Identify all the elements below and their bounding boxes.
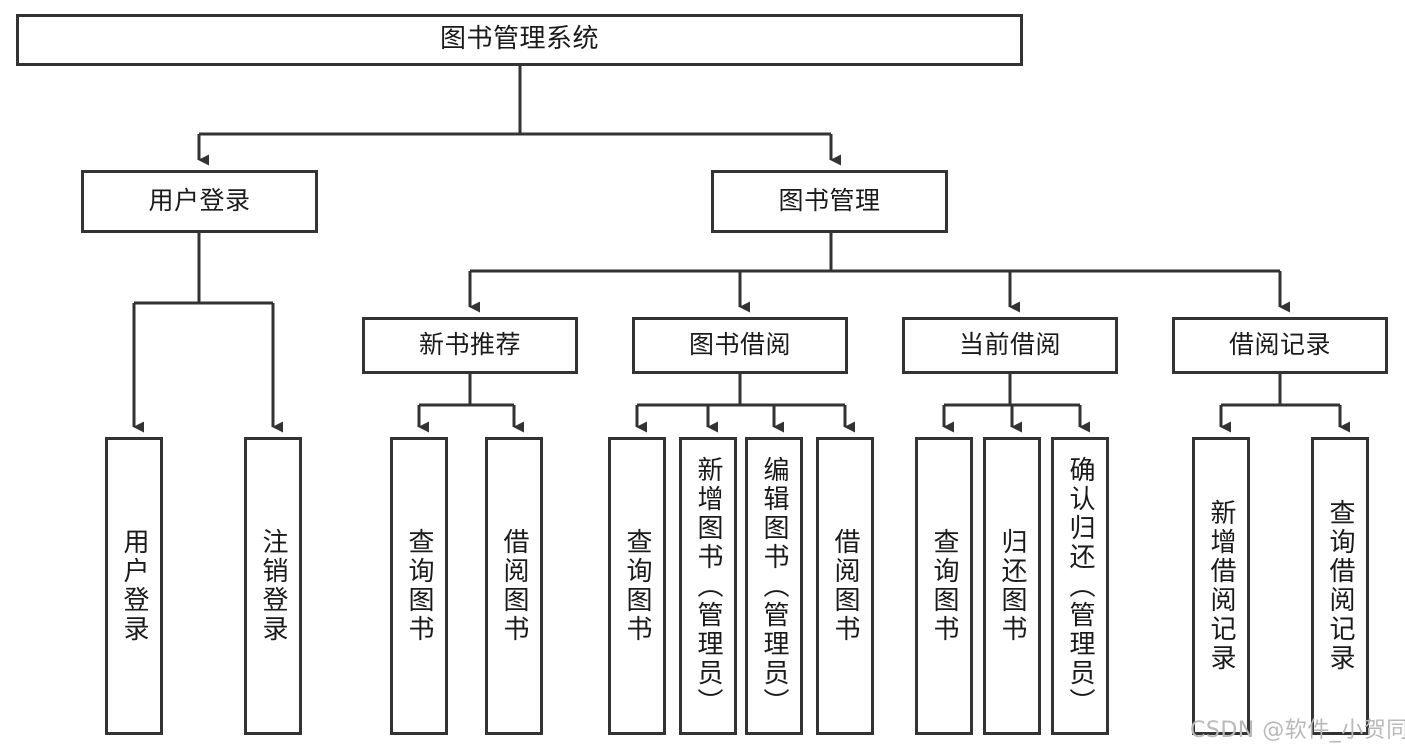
node-leaf-query-book-2[interactable]: 查询图书 xyxy=(608,437,666,735)
node-leaf-user-login-label: 用户登录 xyxy=(119,528,149,644)
node-leaf-query-book-2-label: 查询图书 xyxy=(622,528,652,644)
node-leaf-confirm-return-admin[interactable]: 确认归还（管理员） xyxy=(1051,437,1109,735)
node-leaf-confirm-return-admin-label: 确认归还（管理员） xyxy=(1065,455,1095,717)
node-leaf-borrow-book-2-label: 借阅图书 xyxy=(830,528,860,644)
node-book-borrow-label: 图书借阅 xyxy=(688,330,791,360)
node-leaf-query-borrow-record-label: 查询借阅记录 xyxy=(1325,499,1355,673)
node-leaf-borrow-book-2[interactable]: 借阅图书 xyxy=(816,437,874,735)
node-leaf-user-login[interactable]: 用户登录 xyxy=(105,437,163,735)
node-leaf-add-borrow-record[interactable]: 新增借阅记录 xyxy=(1192,437,1250,735)
node-leaf-return-book[interactable]: 归还图书 xyxy=(983,437,1041,735)
node-root-label: 图书管理系统 xyxy=(439,24,599,55)
node-leaf-logout-label: 注销登录 xyxy=(258,528,288,644)
node-leaf-edit-book-admin[interactable]: 编辑图书（管理员） xyxy=(745,437,803,735)
node-leaf-add-book-admin[interactable]: 新增图书（管理员） xyxy=(679,437,737,735)
node-book-borrow[interactable]: 图书借阅 xyxy=(632,317,848,374)
node-leaf-query-book-1[interactable]: 查询图书 xyxy=(390,437,448,735)
node-leaf-logout[interactable]: 注销登录 xyxy=(244,437,302,735)
node-root[interactable]: 图书管理系统 xyxy=(16,14,1023,66)
node-borrow-record-label: 借阅记录 xyxy=(1228,330,1331,360)
node-leaf-query-book-3[interactable]: 查询图书 xyxy=(915,437,973,735)
node-leaf-return-book-label: 归还图书 xyxy=(997,528,1027,644)
csdn-watermark: CSDN @软件_小贺同学 xyxy=(1190,718,1405,743)
node-leaf-query-book-3-label: 查询图书 xyxy=(929,528,959,644)
node-leaf-borrow-book-1-label: 借阅图书 xyxy=(499,528,529,644)
node-new-book-recommend[interactable]: 新书推荐 xyxy=(362,317,578,374)
node-leaf-query-book-1-label: 查询图书 xyxy=(404,528,434,644)
node-current-borrow-label: 当前借阅 xyxy=(958,330,1061,360)
node-new-book-recommend-label: 新书推荐 xyxy=(418,330,521,360)
node-user-login[interactable]: 用户登录 xyxy=(81,170,318,233)
node-leaf-add-borrow-record-label: 新增借阅记录 xyxy=(1206,499,1236,673)
node-book-manage-label: 图书管理 xyxy=(778,186,881,216)
node-current-borrow[interactable]: 当前借阅 xyxy=(902,317,1118,374)
node-book-manage[interactable]: 图书管理 xyxy=(711,170,948,233)
node-leaf-query-borrow-record[interactable]: 查询借阅记录 xyxy=(1311,437,1369,735)
node-leaf-add-book-admin-label: 新增图书（管理员） xyxy=(693,455,723,717)
node-leaf-edit-book-admin-label: 编辑图书（管理员） xyxy=(759,455,789,717)
node-leaf-borrow-book-1[interactable]: 借阅图书 xyxy=(485,437,543,735)
node-borrow-record[interactable]: 借阅记录 xyxy=(1172,317,1388,374)
node-user-login-label: 用户登录 xyxy=(148,186,251,216)
